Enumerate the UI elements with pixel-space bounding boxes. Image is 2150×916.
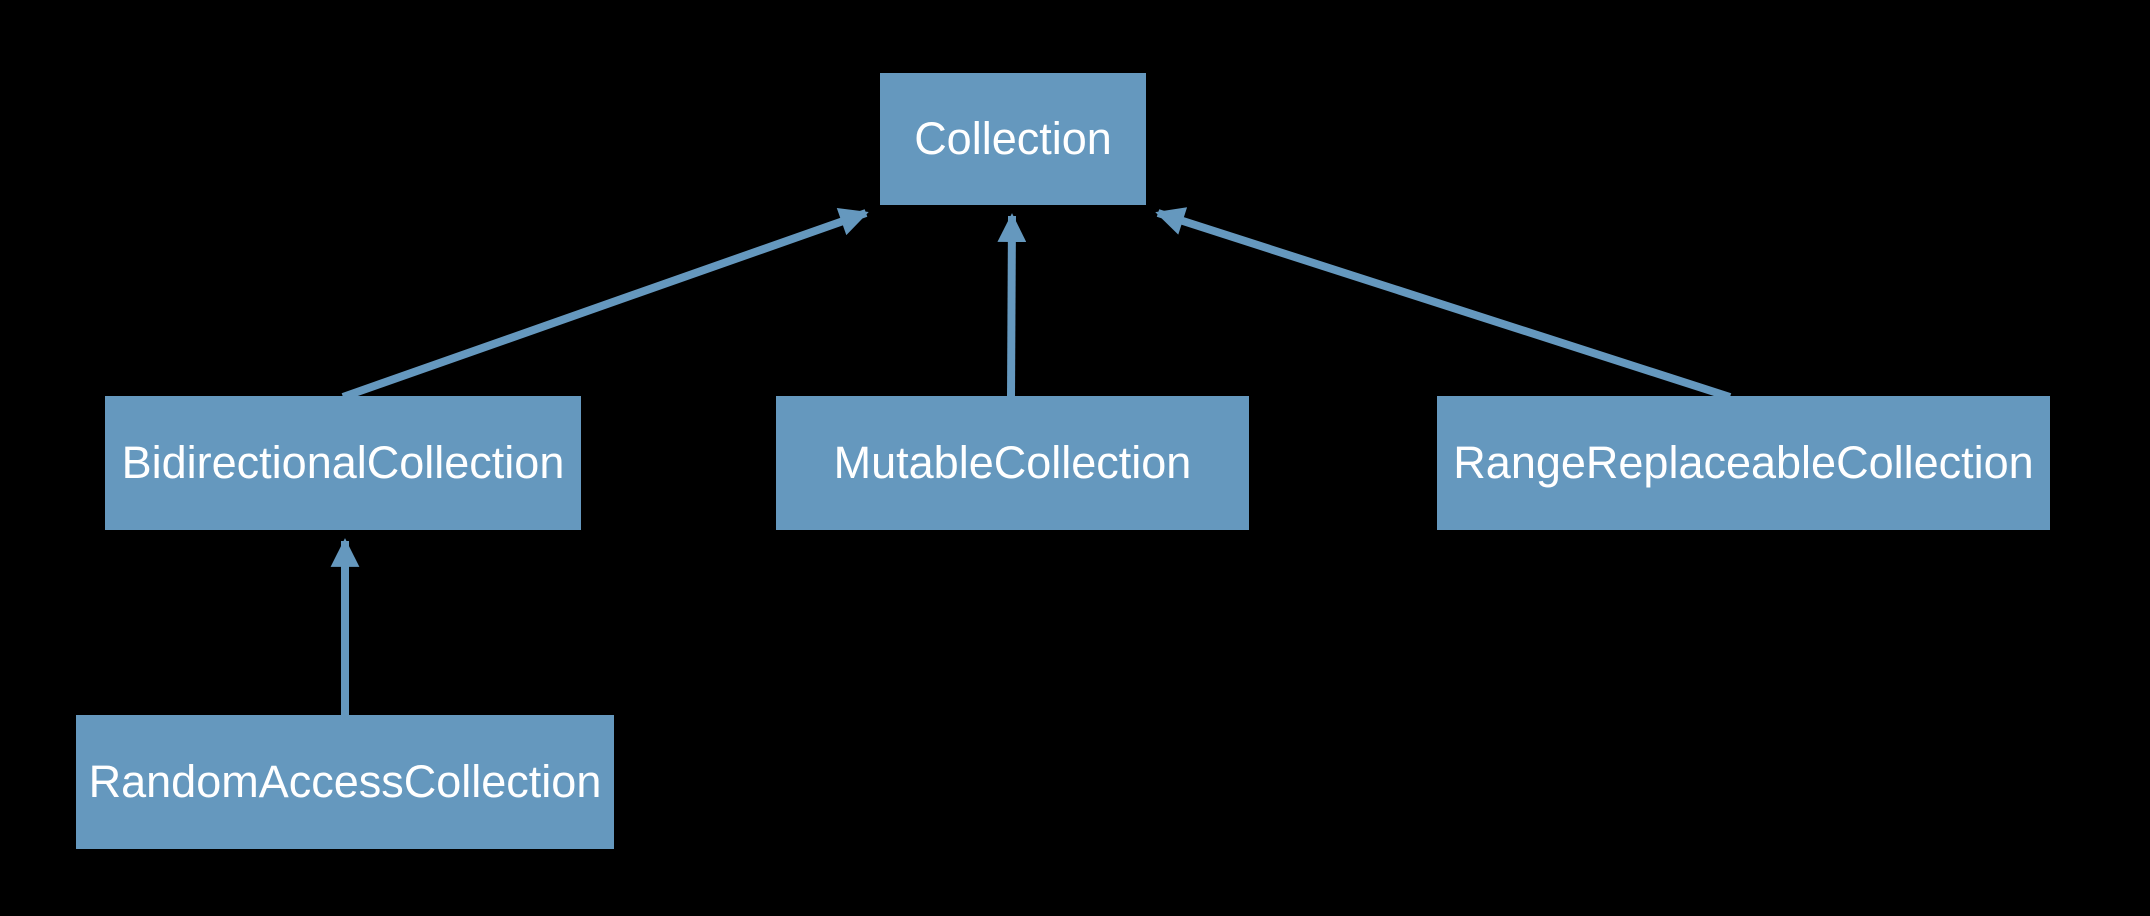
- node-collection: Collection: [880, 73, 1146, 205]
- node-mutable-collection: MutableCollection: [776, 396, 1249, 530]
- node-collection-label: Collection: [914, 113, 1112, 164]
- node-random-access-collection: RandomAccessCollection: [76, 715, 614, 849]
- edge-bidirectional-collection-to-collection: [341, 208, 869, 401]
- node-range-replaceable-collection-label: RangeReplaceableCollection: [1453, 437, 2034, 488]
- node-bidirectional-collection: BidirectionalCollection: [105, 396, 581, 530]
- node-bidirectional-collection-label: BidirectionalCollection: [121, 437, 565, 488]
- node-random-access-collection-label: RandomAccessCollection: [88, 756, 602, 807]
- edge-mutable-collection-to-collection: [997, 213, 1027, 398]
- node-range-replaceable-collection: RangeReplaceableCollection: [1437, 396, 2050, 530]
- node-mutable-collection-label: MutableCollection: [833, 437, 1192, 488]
- edge-range-replaceable-collection-to-collection: [1155, 207, 1732, 401]
